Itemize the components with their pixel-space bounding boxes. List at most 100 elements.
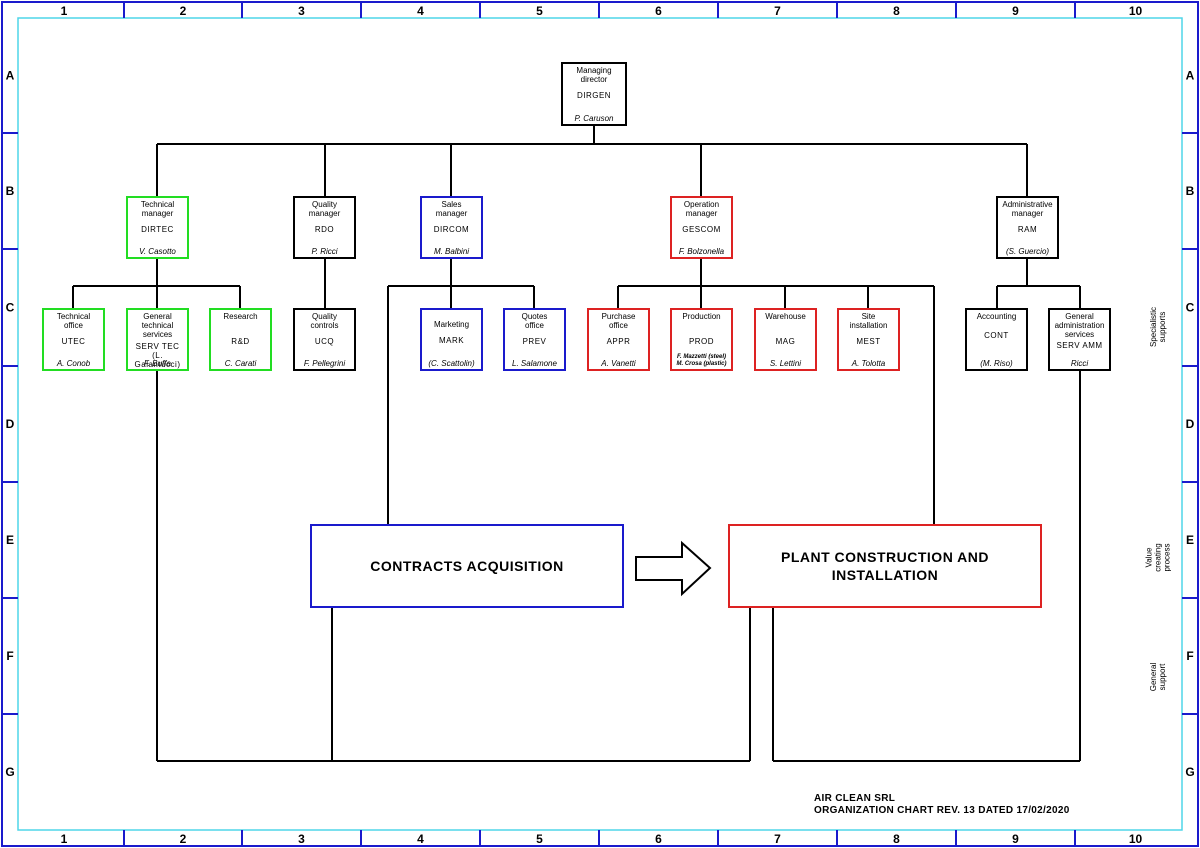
- managing-director-title: Managing director: [576, 66, 612, 84]
- grid-label: C: [6, 301, 15, 315]
- unit-person: Ricci: [1070, 359, 1089, 368]
- grid-label: 3: [298, 4, 305, 18]
- manager-title: Quality manager: [308, 200, 341, 218]
- manager-box-administrative: Administrative manager RAM (S. Guercio): [996, 196, 1059, 259]
- manager-title: Sales manager: [435, 200, 468, 218]
- unit-code: SERV AMM: [1056, 341, 1103, 350]
- grid-label: F: [6, 649, 13, 663]
- manager-box-technical: Technical manager DIRTEC V. Casotto: [126, 196, 189, 259]
- grid-label: C: [1186, 301, 1195, 315]
- grid-label: A: [6, 69, 15, 83]
- grid-label: 1: [61, 4, 68, 18]
- grid-label: 3: [298, 832, 305, 846]
- managing-director-code: DIRGEN: [576, 91, 612, 100]
- unit-code: SERV TEC (L. Galantucci): [134, 342, 181, 369]
- unit-code: MEST: [856, 337, 881, 346]
- unit-code: PREV: [522, 337, 547, 346]
- grid-label: E: [1186, 533, 1194, 547]
- manager-title: Administrative manager: [1002, 200, 1053, 218]
- unit-title: Site installation: [849, 312, 888, 330]
- grid-label: 9: [1012, 4, 1019, 18]
- unit-box-quotes-office: Quotes office PREV L. Salamone: [503, 308, 566, 371]
- unit-person: (M. Riso): [980, 359, 1013, 368]
- unit-title: Quality controls: [310, 312, 339, 330]
- unit-title: General technical services: [141, 312, 174, 339]
- grid-label: 5: [536, 4, 543, 18]
- grid-label: 4: [417, 4, 424, 18]
- unit-box-marketing: Marketing MARK (C. Scattolin): [420, 308, 483, 371]
- unit-person: A. Conob: [56, 359, 91, 368]
- manager-code: DIRTEC: [141, 225, 174, 234]
- unit-person: L. Salamone: [512, 359, 557, 368]
- unit-person: C. Carati: [224, 359, 257, 368]
- unit-title: Research: [223, 312, 258, 321]
- grid-label: 6: [655, 4, 662, 18]
- grid-label: 5: [536, 832, 543, 846]
- grid-label: 4: [417, 832, 424, 846]
- unit-title: Marketing: [433, 320, 470, 329]
- unit-title: Warehouse: [765, 312, 806, 321]
- unit-box-general-administration-services: General administration services SERV AMM…: [1048, 308, 1111, 371]
- side-label-value-creating-process: Value creating process: [1144, 543, 1172, 572]
- process-arrow: [635, 540, 712, 597]
- unit-person: A. Tolotta: [851, 359, 886, 368]
- grid-label: 9: [1012, 832, 1019, 846]
- manager-person: M. Balbini: [433, 247, 470, 256]
- footer-chart-revision: ORGANIZATION CHART REV. 13 DATED 17/02/2…: [814, 805, 1070, 816]
- manager-person: P. Ricci: [311, 247, 338, 256]
- grid-label: G: [5, 765, 14, 779]
- unit-box-warehouse: Warehouse MAG S. Lettini: [754, 308, 817, 371]
- inner-border: [17, 17, 1183, 831]
- manager-title: Operation manager: [683, 200, 720, 218]
- manager-box-operation: Operation manager GESCOM F. Bolzonella: [670, 196, 733, 259]
- unit-code: MARK: [438, 336, 465, 345]
- unit-code: UCQ: [314, 337, 335, 346]
- grid-label: 10: [1129, 832, 1143, 846]
- grid-label: 2: [180, 4, 187, 18]
- grid-label: 2: [180, 832, 187, 846]
- grid-label: 1: [61, 832, 68, 846]
- unit-title: Accounting: [976, 312, 1017, 321]
- grid-label: E: [6, 533, 14, 547]
- grid-label: 7: [774, 4, 781, 18]
- grid-label: 8: [893, 832, 900, 846]
- manager-code: DIRCOM: [433, 225, 470, 234]
- manager-code: RAM: [1017, 225, 1038, 234]
- manager-code: RDO: [314, 225, 335, 234]
- plant-construction-box: PLANT CONSTRUCTION AND INSTALLATION: [728, 524, 1042, 608]
- unit-title: Purchase office: [601, 312, 636, 330]
- grid-label: B: [6, 184, 15, 198]
- side-label-specialistic-supports: Specialistic supports: [1149, 307, 1167, 348]
- manager-person: (S. Guercio): [1005, 247, 1050, 256]
- unit-person: (C. Scattolin): [428, 359, 475, 368]
- unit-person: S. Lettini: [769, 359, 802, 368]
- unit-code: APPR: [606, 337, 631, 346]
- unit-code: UTEC: [61, 337, 86, 346]
- side-label-general-support: General support: [1149, 662, 1167, 692]
- unit-person: A. Vanetti: [601, 359, 636, 368]
- grid-label: D: [6, 417, 15, 431]
- unit-box-production: Production PROD F. Mazzetti (steel) M. C…: [670, 308, 733, 371]
- grid-label: F: [1186, 649, 1193, 663]
- unit-person: F. Mazzetti (steel) M. Crosa (plastic): [676, 354, 727, 367]
- manager-person: F. Bolzonella: [678, 247, 725, 256]
- grid-label: 8: [893, 4, 900, 18]
- manager-code: GESCOM: [682, 225, 721, 234]
- grid-label: 7: [774, 832, 781, 846]
- grid-label: B: [1186, 184, 1195, 198]
- contracts-acquisition-label: CONTRACTS ACQUISITION: [370, 558, 564, 574]
- managing-director-person: P. Caruson: [574, 114, 614, 123]
- manager-title: Technical manager: [140, 200, 175, 218]
- unit-box-site-installation: Site installation MEST A. Tolotta: [837, 308, 900, 371]
- unit-code: PROD: [688, 337, 715, 346]
- grid-label: 6: [655, 832, 662, 846]
- unit-box-accounting: Accounting CONT (M. Riso): [965, 308, 1028, 371]
- unit-title: General administration services: [1054, 312, 1105, 339]
- unit-person: F. Pellegrini: [303, 359, 346, 368]
- connector-lines: [72, 126, 1081, 762]
- unit-box-purchase-office: Purchase office APPR A. Vanetti: [587, 308, 650, 371]
